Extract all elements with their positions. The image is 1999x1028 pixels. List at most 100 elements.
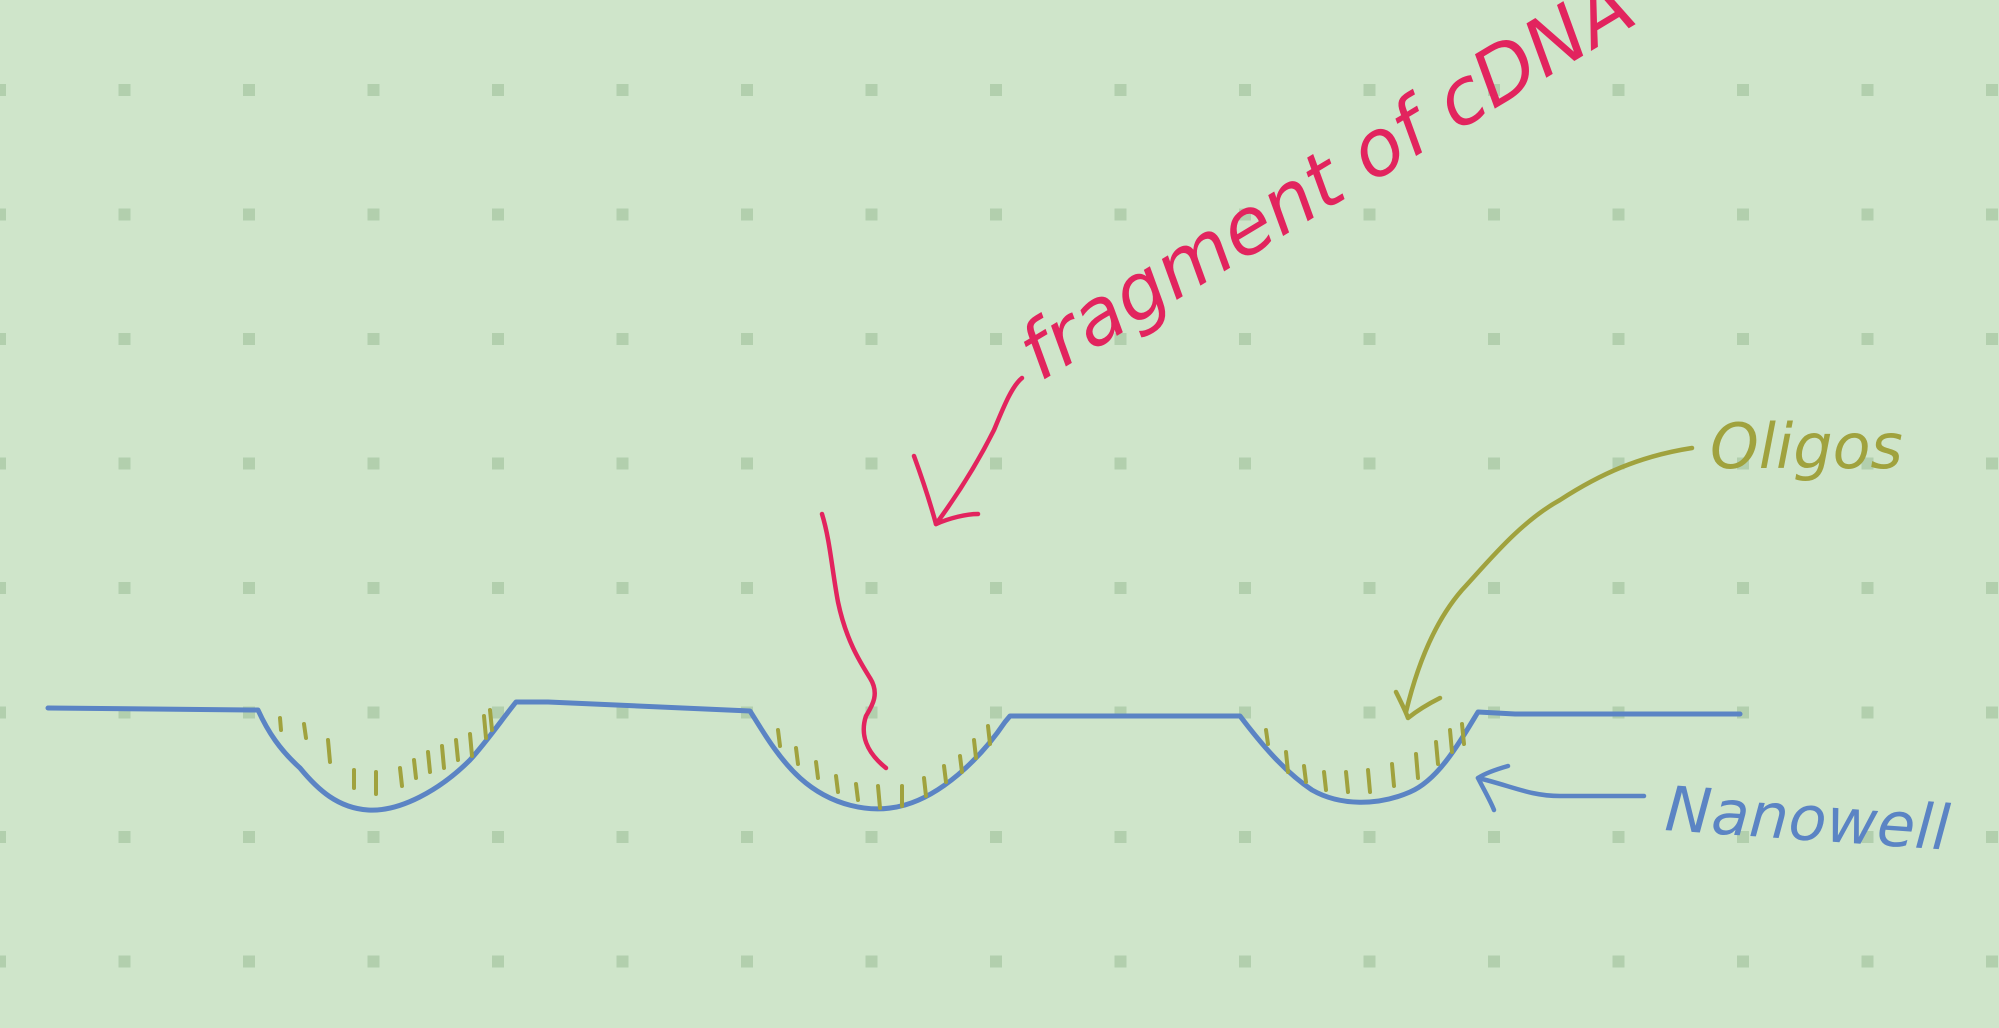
grid-dot	[1612, 84, 1625, 96]
grid-dot	[1363, 831, 1376, 843]
grid-dot	[1986, 84, 1998, 96]
grid-dot	[243, 84, 255, 96]
grid-dot	[118, 84, 131, 96]
grid-dot	[1363, 333, 1376, 345]
grid-dot	[0, 706, 6, 719]
grid-dot	[1861, 333, 1874, 345]
grid-dot	[1861, 457, 1874, 470]
grid-dot	[990, 333, 1002, 345]
grid-dot	[1737, 208, 1749, 221]
cdna-fragment-strand	[819, 511, 889, 771]
grid-dot	[1363, 706, 1376, 719]
grid-dot	[616, 582, 629, 594]
grid-dot	[616, 955, 629, 968]
grid-dot	[1488, 333, 1500, 345]
grid-dot	[1239, 333, 1251, 345]
grid-dot	[1986, 208, 1998, 221]
grid-dot	[1239, 582, 1251, 594]
oligos-label: Oligos	[1710, 410, 1903, 483]
grid-dot	[492, 333, 504, 345]
grid-dot	[865, 831, 878, 843]
grid-dot	[0, 84, 6, 96]
grid-dot	[367, 955, 380, 968]
grid-dot	[616, 457, 629, 470]
grid-dot	[1114, 955, 1127, 968]
grid-dot	[616, 333, 629, 345]
cdna-arrow	[911, 375, 1025, 527]
grid-dot	[1986, 457, 1998, 470]
grid-dot	[492, 582, 504, 594]
grid-dot	[367, 84, 380, 96]
grid-dot	[741, 457, 753, 470]
grid-dot	[367, 333, 380, 345]
grid-dot	[1861, 84, 1874, 96]
grid-dot	[1612, 955, 1625, 968]
grid-dot	[0, 333, 6, 345]
grid-dot	[1861, 831, 1874, 843]
grid-dot	[990, 706, 1002, 719]
grid-dot	[1861, 208, 1874, 221]
oligos-well-1	[278, 708, 494, 796]
grid-dot	[0, 582, 6, 594]
grid-dot	[741, 84, 753, 96]
grid-dot	[1861, 706, 1874, 719]
grid-dot	[741, 831, 753, 843]
oligos-well-3	[1264, 722, 1466, 794]
grid-dot	[1612, 333, 1625, 345]
grid-dot	[1239, 84, 1251, 96]
grid-dot	[741, 582, 753, 594]
grid-dot	[1239, 955, 1251, 968]
grid-dot	[118, 955, 131, 968]
grid-dot	[118, 457, 131, 470]
grid-dot	[492, 831, 504, 843]
grid-dot	[990, 582, 1002, 594]
grid-dot	[1488, 831, 1500, 843]
grid-dot	[367, 457, 380, 470]
grid-dot	[1737, 333, 1749, 345]
grid-dot	[990, 84, 1002, 96]
grid-dot	[1986, 706, 1998, 719]
oligos-well-2	[776, 724, 992, 810]
grid-dot	[1612, 582, 1625, 594]
grid-dot	[1363, 582, 1376, 594]
grid-dot	[1363, 84, 1376, 96]
grid-dot	[492, 84, 504, 96]
grid-dot	[243, 831, 255, 843]
grid-dot	[1737, 955, 1749, 968]
grid-dot	[616, 706, 629, 719]
nanowell-arrow	[1475, 763, 1647, 813]
grid-dot	[1363, 208, 1376, 221]
grid-dot	[1114, 208, 1127, 221]
grid-dot	[865, 582, 878, 594]
grid-dot	[990, 955, 1002, 968]
grid-dot	[118, 208, 131, 221]
grid-dot	[741, 333, 753, 345]
grid-dot	[243, 333, 255, 345]
grid-dot	[1986, 831, 1998, 843]
grid-dot	[1363, 457, 1376, 470]
grid-dot	[243, 582, 255, 594]
grid-dot	[367, 831, 380, 843]
grid-dot	[492, 208, 504, 221]
grid-dot	[1488, 84, 1500, 96]
grid-dot	[990, 208, 1002, 221]
grid-dot	[1239, 831, 1251, 843]
grid-dot	[865, 208, 878, 221]
grid-dot	[243, 457, 255, 470]
grid-dot	[118, 582, 131, 594]
grid-dot	[990, 457, 1002, 470]
grid-dot	[865, 333, 878, 345]
grid-dot	[0, 955, 6, 968]
grid-dot	[1114, 84, 1127, 96]
grid-dot	[1363, 955, 1376, 968]
grid-dot	[492, 955, 504, 968]
grid-dot	[1114, 333, 1127, 345]
grid-dot	[616, 831, 629, 843]
grid-dot	[1114, 831, 1127, 843]
grid-dot	[1737, 831, 1749, 843]
nanowell-surface	[45, 699, 1743, 813]
grid-dot	[1488, 208, 1500, 221]
grid-dot	[1737, 457, 1749, 470]
